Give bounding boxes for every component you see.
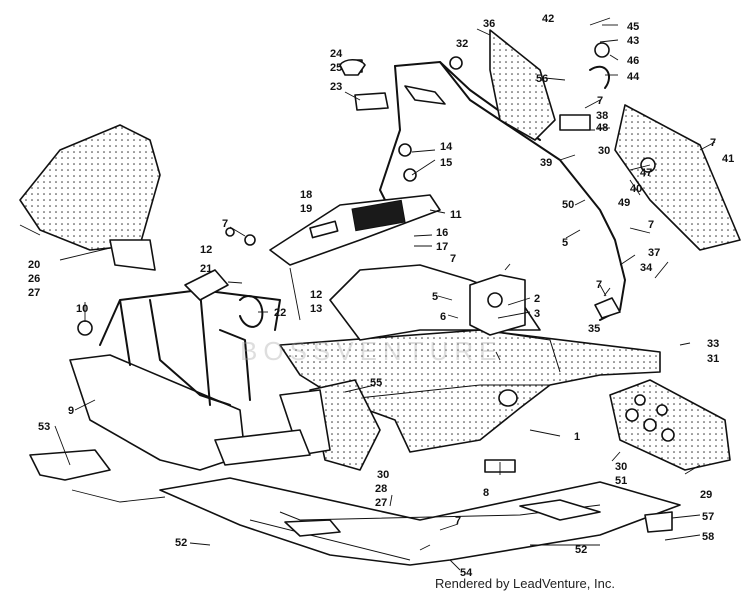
- callout-label: 6: [440, 311, 446, 323]
- callout-label: 2: [534, 293, 540, 305]
- leader-lines: [19, 17, 716, 571]
- callout-label: 48: [596, 122, 608, 134]
- callout-label: 33: [707, 338, 719, 350]
- callout-label: 10: [76, 303, 88, 315]
- steering-bracket-plate: [489, 29, 556, 141]
- callout-label: 11: [450, 209, 462, 221]
- callout-label: 8: [483, 487, 489, 499]
- credit-line: Rendered by LeadVenture, Inc.: [435, 576, 615, 591]
- callout-label: 31: [707, 353, 719, 365]
- callout-label: 51: [615, 475, 627, 487]
- callout-label: 5: [432, 291, 438, 303]
- callout-label: 5: [562, 237, 568, 249]
- callout-label: 26: [28, 273, 40, 285]
- callout-label: 49: [618, 197, 630, 209]
- callout-label: 7: [450, 253, 456, 265]
- callout-label: 21: [200, 263, 212, 275]
- callout-label: 25: [330, 62, 342, 74]
- callout-label: 18: [300, 189, 312, 201]
- callout-label: 30: [615, 461, 627, 473]
- callout-label: 12: [200, 244, 212, 256]
- callout-label: 42: [542, 13, 554, 25]
- callout-label: 23: [330, 81, 342, 93]
- callout-label: 32: [456, 38, 468, 50]
- callout-label: 15: [440, 157, 452, 169]
- callout-label: 52: [575, 544, 587, 556]
- callout-label: 27: [375, 497, 387, 509]
- callout-label: 22: [274, 307, 286, 319]
- callout-label: 43: [627, 35, 639, 47]
- callout-label: 7: [597, 95, 603, 107]
- callout-label: 3: [534, 308, 540, 320]
- callout-label: 7: [596, 279, 602, 291]
- callout-label: 30: [377, 469, 389, 481]
- callout-label: 7: [710, 137, 716, 149]
- nose-cowl-left: [19, 124, 161, 251]
- callout-label: 7: [222, 218, 228, 230]
- callout-label: 30: [598, 145, 610, 157]
- callout-label: 58: [702, 531, 714, 543]
- callout-label: 20: [28, 259, 40, 271]
- callout-label: 57: [702, 511, 714, 523]
- callout-label: 28: [375, 483, 387, 495]
- callout-label: 36: [483, 18, 495, 30]
- callout-label: 17: [436, 241, 448, 253]
- callout-label: 38: [596, 110, 608, 122]
- callout-label: 7: [455, 515, 461, 527]
- callout-label: 16: [436, 227, 448, 239]
- callout-label: 9: [68, 405, 74, 417]
- callout-label: 35: [588, 323, 600, 335]
- callout-label: 37: [648, 247, 660, 259]
- handle-tube: [184, 269, 229, 301]
- callout-label: 44: [627, 71, 640, 83]
- callout-label: 13: [310, 303, 322, 315]
- belly-pan: [159, 477, 681, 566]
- steering-post: [394, 61, 626, 321]
- callout-label: 40: [630, 183, 642, 195]
- side-plate: [614, 104, 741, 251]
- callout-label: 19: [300, 203, 312, 215]
- callout-label: 52: [175, 537, 187, 549]
- callout-label: 54: [460, 567, 473, 579]
- callout-label: 1: [574, 431, 580, 443]
- callout-labels: 1 2 3 5 5 6 7 7 7 7 7 7 7 8 9 10 11 12 1…: [28, 13, 734, 579]
- front-bumper: [69, 354, 246, 471]
- callout-label: 29: [700, 489, 712, 501]
- callout-label: 7: [648, 219, 654, 231]
- callout-label: 45: [627, 21, 639, 33]
- skid-plate: [609, 379, 731, 471]
- callout-label: 50: [562, 199, 574, 211]
- callout-label: 39: [540, 157, 552, 169]
- callout-label: 24: [330, 48, 343, 60]
- callout-label: 46: [627, 55, 639, 67]
- callout-label: 41: [722, 153, 734, 165]
- callout-label: 53: [38, 421, 50, 433]
- callout-label: 47: [640, 167, 652, 179]
- console-panel: [269, 194, 441, 266]
- callout-label: 34: [640, 262, 653, 274]
- callout-label: 12: [310, 289, 322, 301]
- callout-label: 27: [28, 287, 40, 299]
- callout-label: 56: [536, 73, 548, 85]
- callout-label: 55: [370, 377, 382, 389]
- callout-label: 14: [440, 141, 453, 153]
